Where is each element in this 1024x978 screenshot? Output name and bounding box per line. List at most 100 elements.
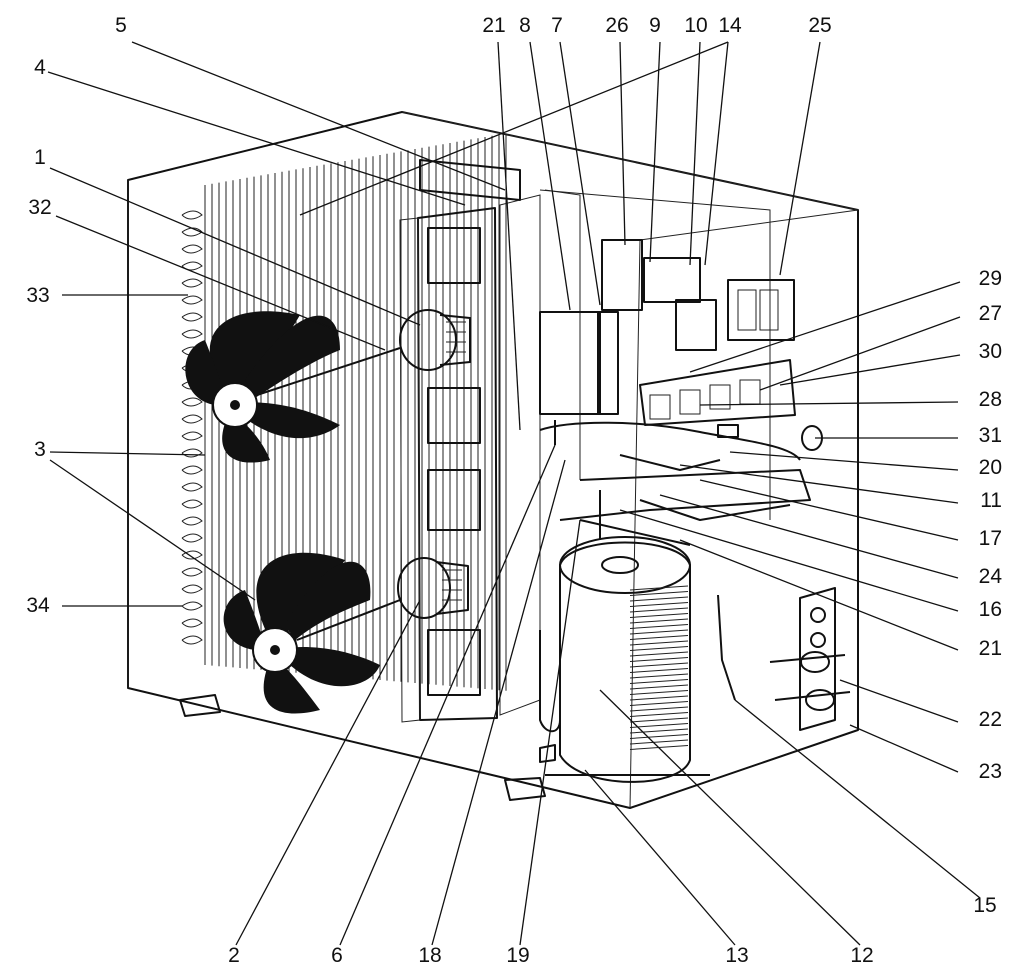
compressor-ring — [629, 662, 689, 668]
compressor-ring — [629, 585, 689, 591]
leader-line-c21a — [497, 41, 521, 431]
coil-tube-bend — [181, 244, 203, 254]
coil-tube-bend — [181, 516, 203, 526]
compressor-ring — [629, 679, 689, 684]
coil-tube-bend — [181, 448, 203, 458]
leader-line-c21b — [679, 539, 959, 651]
callout-label-c8: 8 — [519, 14, 531, 37]
callout-label-c18: 18 — [418, 944, 441, 967]
coil-tube-bend — [181, 431, 203, 441]
callout-label-c5: 5 — [115, 14, 127, 37]
compressor-ring — [629, 734, 689, 739]
leader-line-c14 — [704, 41, 729, 266]
callout-label-c16: 16 — [979, 598, 1002, 621]
compressor-ring — [629, 640, 689, 646]
leader-line-c7 — [559, 41, 601, 306]
leader-line-c29 — [689, 281, 961, 373]
leader-line-c12 — [599, 689, 861, 946]
service-valves — [717, 587, 851, 731]
coil-tube-bend — [181, 499, 203, 509]
coil-tube-bend — [181, 295, 203, 305]
coil-tube-bend — [181, 227, 203, 237]
leader-line-c6 — [339, 444, 556, 946]
compressor-ring — [629, 596, 689, 602]
callout-label-c23: 23 — [979, 760, 1002, 783]
compressor-ring — [629, 613, 689, 618]
callout-label-c2: 2 — [228, 944, 240, 967]
fan-support-frame — [399, 159, 521, 723]
leader-line-c15 — [734, 699, 981, 899]
coil-tube-bend — [181, 567, 203, 577]
lower-fan — [223, 552, 380, 714]
coil-tube-bend — [181, 618, 203, 628]
coil-tube-bend — [181, 482, 203, 492]
compressor-ring — [629, 728, 689, 734]
coil-tube-bend — [181, 533, 203, 543]
compressor-ring — [629, 712, 689, 717]
leader-line-c11 — [679, 464, 959, 504]
compressor — [539, 536, 710, 783]
coil-tube-bend — [181, 397, 203, 407]
compressor-ring — [629, 591, 689, 596]
callout-label-c10: 10 — [684, 14, 707, 37]
compressor-ring — [629, 706, 689, 712]
leader-line-c5 — [131, 41, 506, 191]
leader-line-c9 — [649, 41, 661, 263]
leader-line-c13 — [584, 769, 736, 946]
callout-label-c21a: 21 — [482, 14, 505, 37]
unit-housing — [127, 111, 859, 809]
coil-tube-bend — [181, 329, 203, 339]
callout-leader-lines — [47, 41, 981, 946]
leader-line-c28 — [699, 401, 959, 406]
callout-label-c32: 32 — [28, 196, 51, 219]
leader-line-c1 — [49, 167, 421, 326]
electrical-components — [601, 239, 796, 426]
compressor-ring — [629, 717, 689, 723]
callout-label-c1: 1 — [34, 146, 46, 169]
leader-line-c22 — [839, 679, 959, 723]
refrigerant-piping — [539, 421, 823, 546]
upper-fan — [185, 311, 340, 463]
callout-label-c7: 7 — [551, 14, 563, 37]
callout-label-c11: 11 — [980, 489, 1002, 512]
callout-label-c34: 34 — [26, 594, 50, 617]
coil-tube-bend — [181, 465, 203, 475]
leader-line-c17 — [699, 479, 959, 541]
callout-label-c24: 24 — [979, 565, 1003, 588]
compressor-ring — [629, 657, 689, 662]
compressor-ring — [629, 635, 689, 640]
coil-tube-bend — [181, 414, 203, 424]
compressor-ring — [629, 602, 689, 607]
mounting-feet — [179, 694, 556, 801]
compressor-ring — [629, 629, 689, 635]
coil-tube-bend — [181, 635, 203, 645]
coil-tube-bends — [181, 210, 203, 645]
compressor-ring — [629, 701, 689, 706]
callout-label-c33: 33 — [26, 284, 49, 307]
callout-label-c30: 30 — [979, 340, 1002, 363]
coil-tube-bend — [181, 550, 203, 560]
callout-label-c15: 15 — [973, 894, 996, 917]
coil-tube-bend — [181, 312, 203, 322]
callout-label-c25: 25 — [808, 14, 831, 37]
lower-fan-motor — [296, 557, 469, 641]
compressor-ring — [629, 646, 689, 651]
leader-line-c3 — [49, 451, 206, 456]
compressor-ring — [629, 624, 689, 629]
leader-line-c19 — [519, 519, 581, 946]
leader-line-c4 — [47, 71, 466, 206]
coil-tube-bend — [181, 278, 203, 288]
compressor-ring — [629, 618, 689, 624]
capacitor — [539, 311, 619, 445]
callout-label-c3: 3 — [34, 438, 46, 461]
leader-line-c8 — [529, 41, 571, 311]
upper-fan-motor — [256, 309, 471, 396]
leader-line-c27 — [759, 316, 961, 391]
leader-line-c18 — [431, 459, 566, 946]
leader-line-c24 — [659, 494, 959, 579]
callout-label-c6: 6 — [331, 944, 343, 967]
leader-line-c23 — [849, 724, 959, 773]
